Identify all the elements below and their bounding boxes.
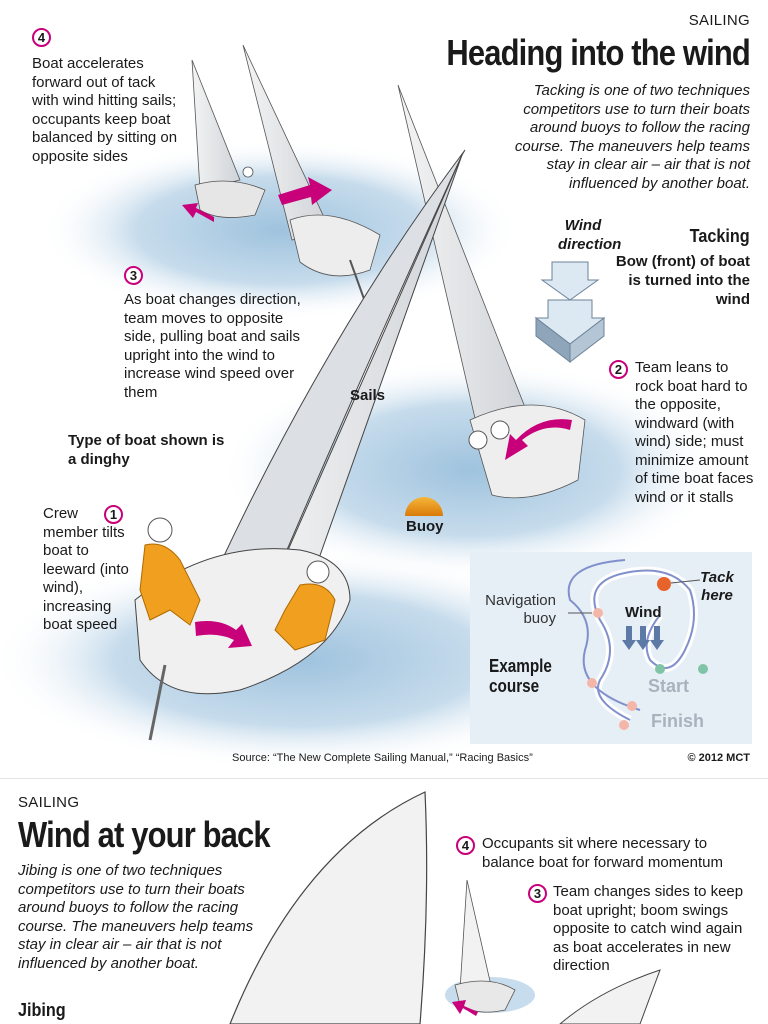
jibing-intro: Jibing is one of two techniques competit…: [18, 862, 254, 972]
start-buoy-dot: [698, 664, 708, 674]
credit-note: © 2012 MCT: [687, 752, 750, 764]
boat-step-1: [134, 149, 466, 741]
wind-direction-arrow: [534, 261, 606, 364]
step-4-marker: 4: [32, 28, 51, 47]
boat-step-2: [397, 84, 586, 499]
navigation-buoy-dot: [593, 608, 603, 618]
course-buoy-dot: [587, 678, 597, 688]
finish-label: Finish: [651, 711, 704, 731]
jib-step-3-text: Team changes sides to keep boat upright;…: [553, 883, 744, 974]
jibing-title: Wind at your back: [18, 814, 271, 855]
step-3-text: As boat changes direction, team moves to…: [124, 291, 301, 401]
example-course-title: Example course: [489, 656, 552, 696]
step-2-text: Team leans to rock boat hard to the oppo…: [635, 359, 754, 506]
course-wind-label: Wind: [625, 604, 662, 621]
tacking-description: Bow (front) of boat is turned into the w…: [615, 253, 750, 308]
step-1-text: Crew member tilts boat to leeward (into …: [43, 505, 129, 633]
buoy-marker: [405, 497, 443, 516]
jib-step-4-marker: 4: [456, 836, 475, 855]
tacking-intro: Tacking is one of two techniques competi…: [514, 82, 750, 192]
wind-direction-label: Wind direction: [558, 217, 622, 253]
motion-arrow: [452, 1000, 478, 1016]
start-buoy-dot: [655, 664, 665, 674]
tacking-heading: Tacking: [689, 226, 750, 246]
step-3-marker: 3: [124, 266, 143, 285]
jib-step-3-marker: 3: [528, 884, 547, 903]
jib-step-4-text: Occupants sit where necessary to balance…: [482, 835, 723, 871]
step-2-marker: 2: [609, 360, 628, 379]
motion-arrow: [195, 621, 252, 648]
course-buoy-dot: [627, 701, 637, 711]
step-1-marker: 1: [104, 505, 123, 524]
tacking-title: Heading into the wind: [446, 32, 750, 73]
motion-arrow: [182, 203, 214, 222]
tacking-kicker: SAILING: [688, 12, 750, 29]
section-divider: [0, 778, 768, 779]
motion-arrow: [278, 177, 332, 205]
tacking-illustration: [0, 44, 752, 770]
jib-sail-right: [559, 969, 661, 1024]
motion-arrow: [505, 419, 572, 460]
tack-buoy: [657, 577, 671, 591]
jibing-illustration: [229, 791, 661, 1024]
start-label: Start: [648, 676, 690, 696]
source-note: Source: “The New Complete Sailing Manual…: [232, 752, 533, 764]
course-wind-arrows: [622, 626, 664, 650]
tack-here-label: Tack here: [700, 569, 734, 604]
boat-type-note: Type of boat shown is a dinghy: [68, 432, 225, 468]
jibing-heading: Jibing: [18, 1000, 66, 1020]
jibing-kicker: SAILING: [18, 794, 80, 811]
navigation-buoy-label: Navigation buoy: [485, 592, 556, 627]
boat-step-4: [191, 59, 266, 218]
course-buoy-dot: [619, 720, 629, 730]
sails-label: Sails: [350, 387, 386, 404]
step-4-text: Boat accelerates forward out of tack wit…: [32, 55, 178, 165]
buoy-label: Buoy: [406, 518, 444, 535]
